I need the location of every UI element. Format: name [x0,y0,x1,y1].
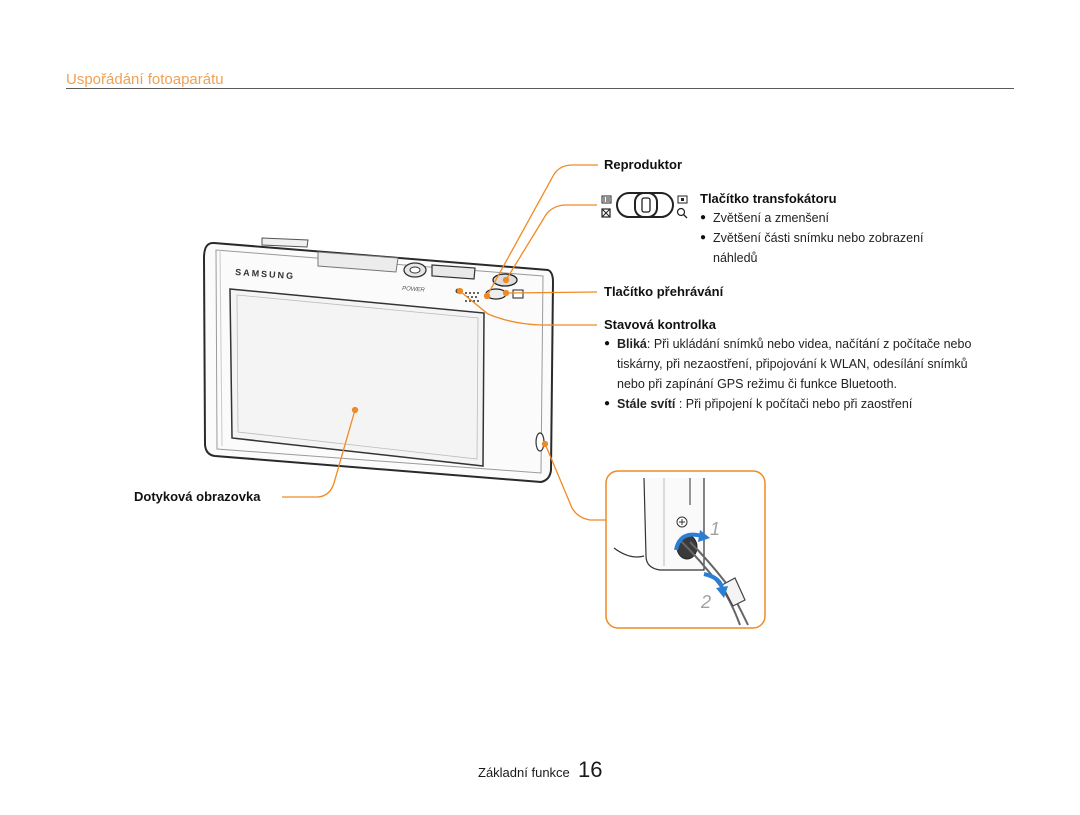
list-item: Zvětšení části snímku nebo zobrazení náh… [700,228,970,268]
brand-logo: SAMSUNG [235,267,296,281]
callout-lines [282,164,606,521]
description: : Při připojení k počítači nebo při zaos… [675,397,913,411]
camera-body: SAMSUNG POWER [202,237,555,484]
strap-step-2: 2 [700,592,711,612]
zoom-button-label: Tlačítko transfokátoru [700,191,837,206]
status-lamp-list: Bliká: Při ukládání snímků nebo videa, n… [604,334,974,414]
power-label: POWER [402,286,426,294]
list-item: Zvětšení a zmenšení [700,208,970,228]
page-number: 16 [578,757,603,782]
term: Stále svítí [617,397,676,411]
title-rule [66,88,1014,89]
strap-inset: 1 2 [605,470,766,629]
strap-step-1: 1 [710,519,720,539]
touch-screen-label: Dotyková obrazovka [134,489,261,504]
speaker-label: Reproduktor [604,157,682,172]
term: Bliká [617,337,647,351]
list-item: Stále svítí : Při připojení k počítači n… [604,394,974,414]
footer-section: Základní funkce [478,765,570,780]
playback-button-label: Tlačítko přehrávání [604,284,724,299]
list-item: Bliká: Při ukládání snímků nebo videa, n… [604,334,974,394]
status-lamp-label: Stavová kontrolka [604,317,716,332]
touch-screen [229,288,485,467]
description: : Při ukládání snímků nebo videa, načítá… [617,337,972,391]
zoom-lever-icon [601,192,688,219]
zoom-button-list: Zvětšení a zmenšení Zvětšení části snímk… [700,208,970,268]
section-title: Uspořádání fotoaparátu [66,71,224,88]
